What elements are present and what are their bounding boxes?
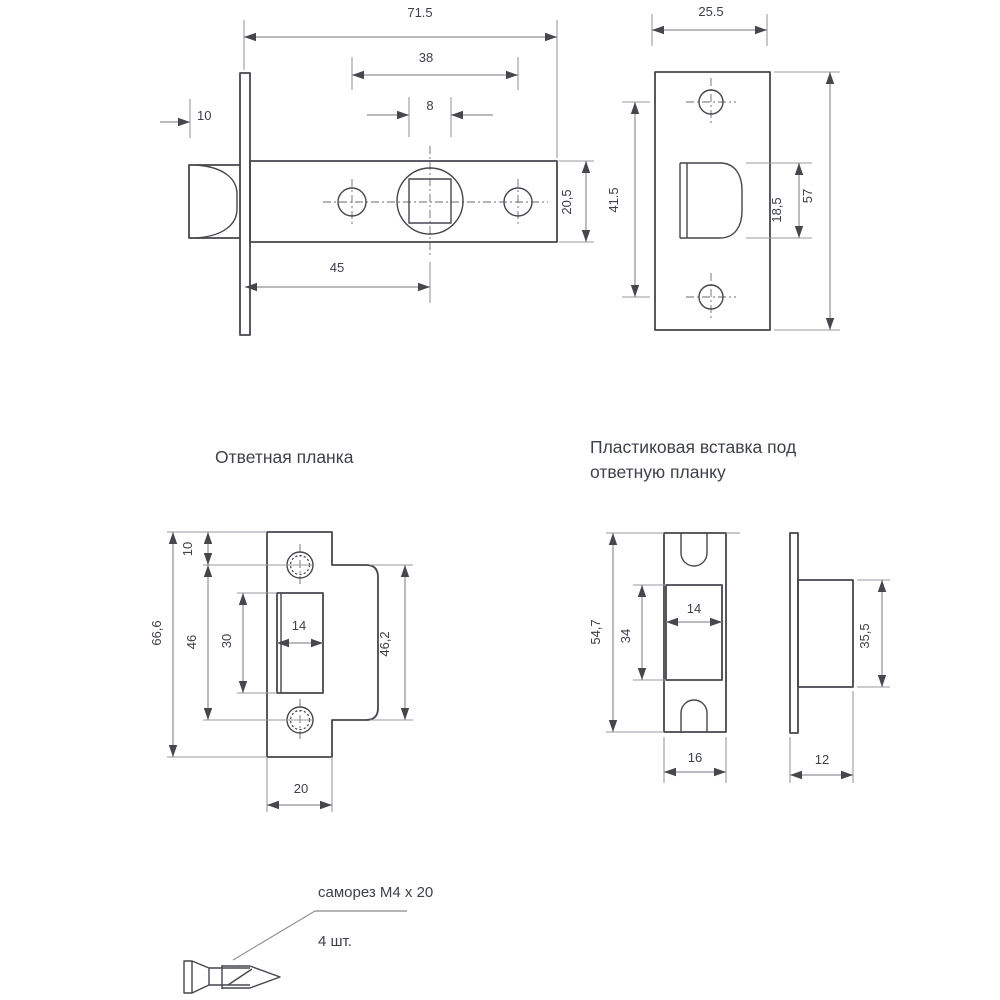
dim-14-strike: 14: [292, 618, 306, 633]
dim-10-strike: 10: [180, 542, 195, 556]
dim-34: 34: [618, 629, 633, 643]
strike-plate-view: Ответная планка 66,6 10 46: [149, 447, 413, 812]
strike-plate-title: Ответная планка: [215, 447, 354, 467]
dim-20-5: 20,5: [559, 189, 574, 214]
insert-side-view: 35,5 12: [789, 532, 890, 783]
dim-38: 38: [419, 50, 433, 65]
dim-54-7: 54,7: [588, 619, 603, 644]
dim-8: 8: [426, 98, 433, 113]
dim-35-5: 35,5: [857, 623, 872, 648]
dim-20: 20: [294, 781, 308, 796]
dim-30: 30: [219, 634, 234, 648]
dim-25-5: 25.5: [698, 4, 723, 19]
dim-46-2: 46,2: [377, 631, 392, 656]
screw-label: саморез M4 x 20: [318, 884, 433, 901]
insert-front-view: Пластиковая вставка под ответную планку …: [588, 437, 796, 783]
screw-drawing: [183, 960, 281, 994]
dim-12: 12: [815, 752, 829, 767]
dim-14-insert: 14: [687, 601, 701, 616]
dim-10-latch: 10: [197, 108, 211, 123]
dim-57: 57: [800, 189, 815, 203]
dim-16: 16: [688, 750, 702, 765]
screw-quantity: 4 шт.: [318, 933, 352, 950]
dim-46: 46: [184, 635, 199, 649]
dim-41-5: 41.5: [606, 187, 621, 212]
faceplate-front-view: 25.5 41.5 18,5 57: [606, 4, 840, 331]
dim-66-6: 66,6: [149, 620, 164, 645]
latch-side-view: 71.5 38 8 10 45 20,5: [160, 5, 594, 336]
dim-18-5: 18,5: [769, 197, 784, 222]
screw-callout: саморез M4 x 20 4 шт.: [183, 884, 433, 994]
insert-title-line1: Пластиковая вставка под: [590, 437, 796, 457]
dim-45: 45: [330, 260, 344, 275]
dim-71-5: 71.5: [407, 5, 432, 20]
insert-title-line2: ответную планку: [590, 462, 726, 482]
